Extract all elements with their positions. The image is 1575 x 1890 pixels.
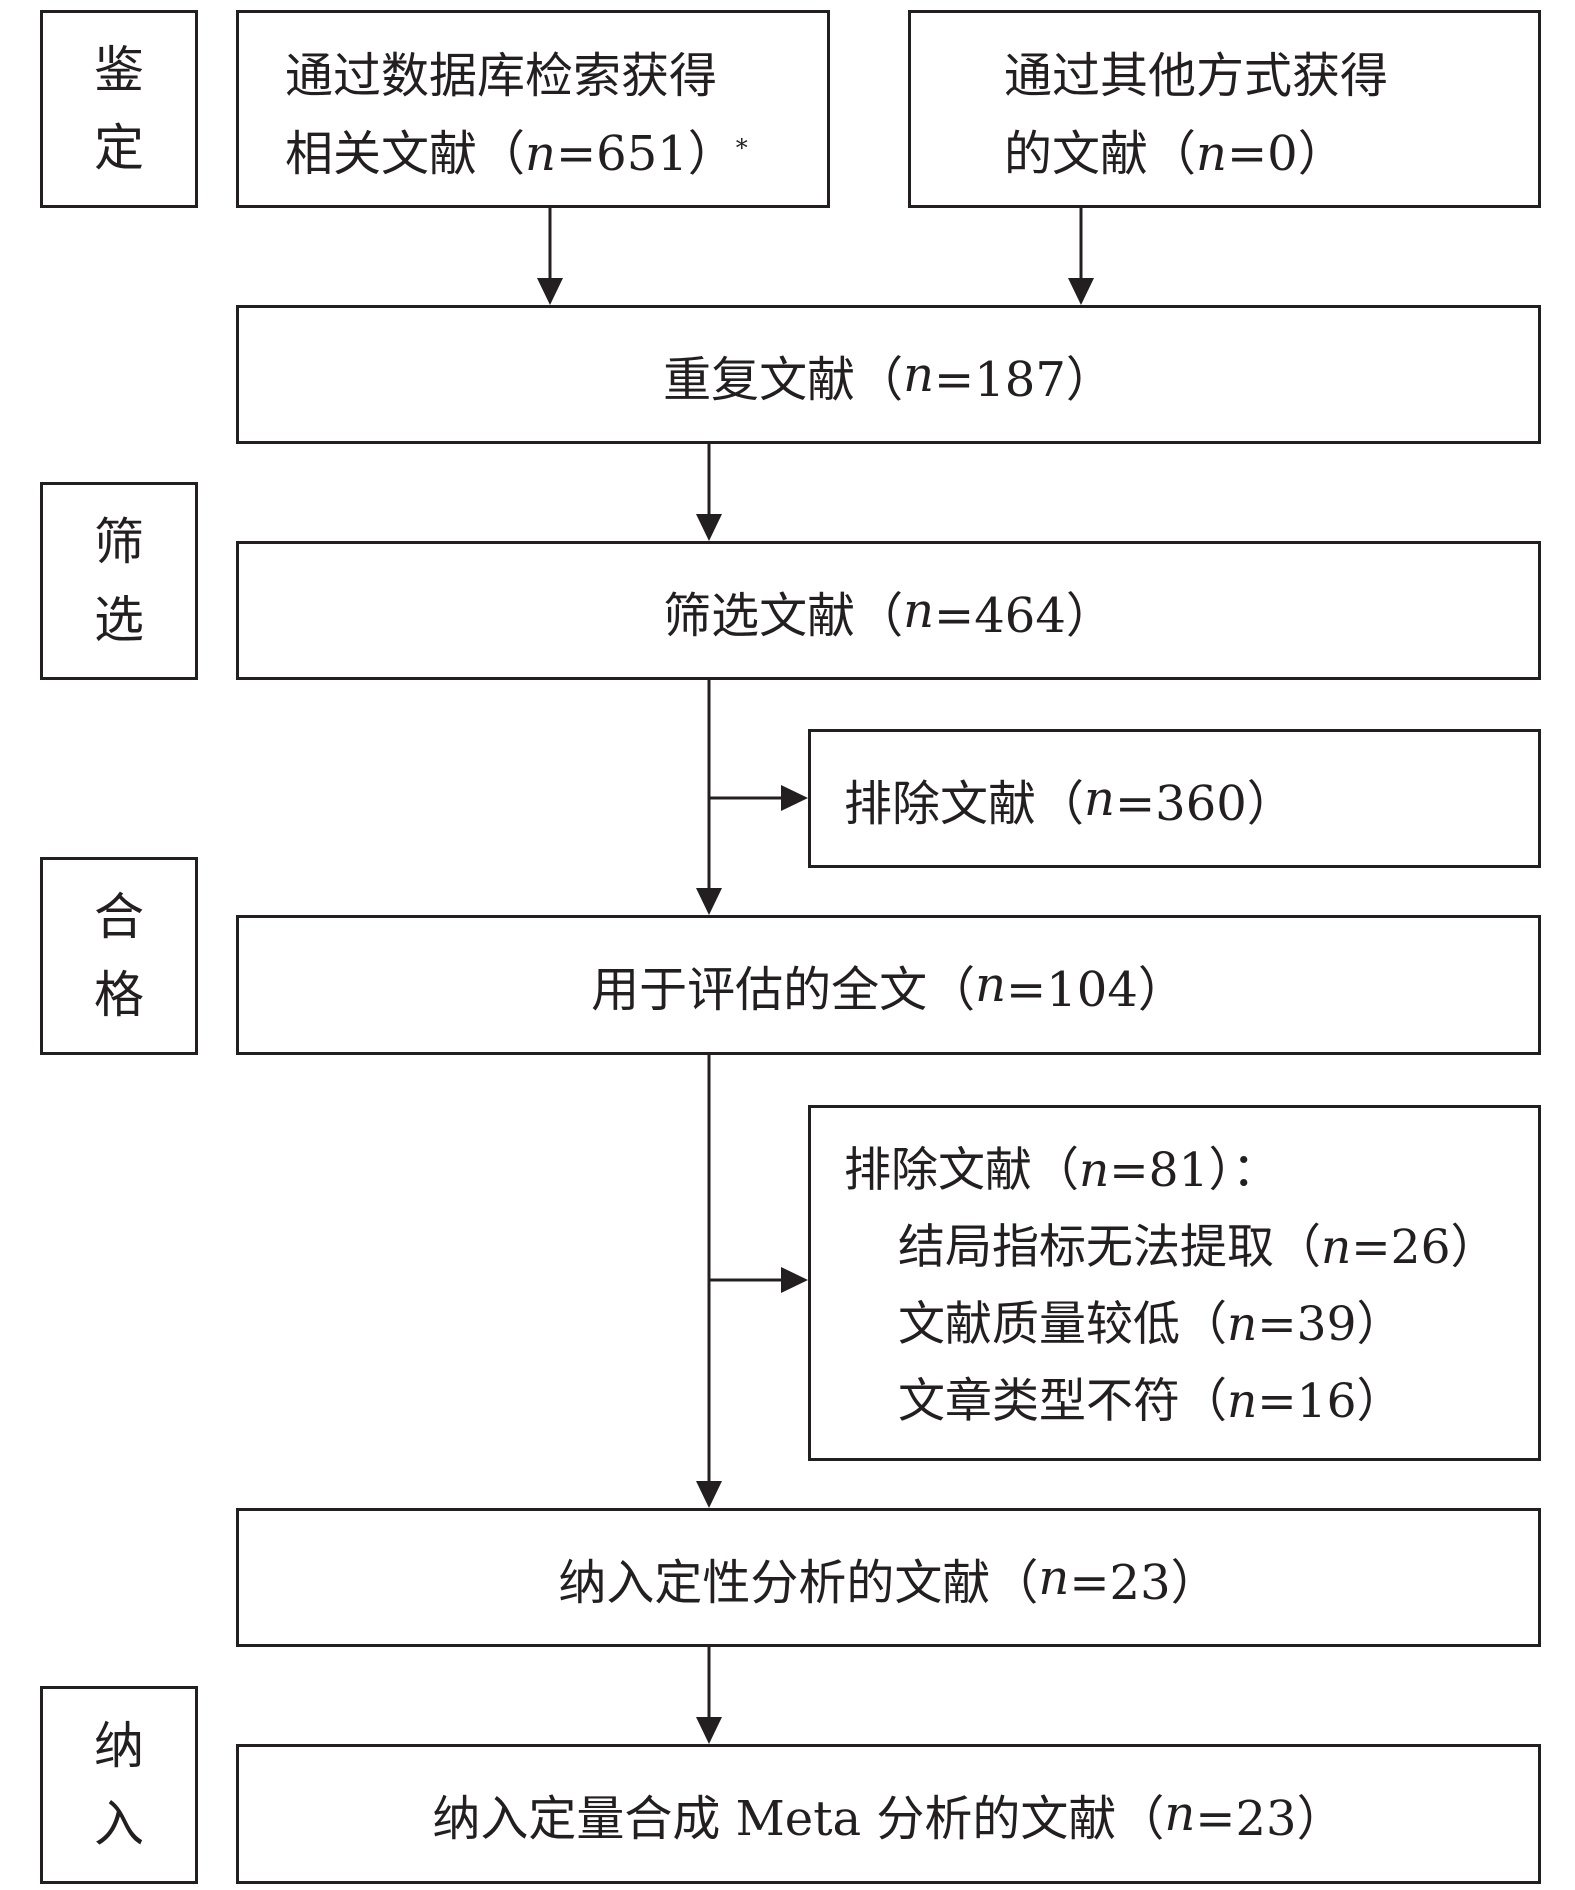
qualitative-n: n: [1038, 1549, 1070, 1606]
stage-identification: 鉴 定: [40, 10, 198, 208]
excluded-full-text-n: n: [1079, 1143, 1110, 1198]
box-screened: 筛选文献（n=464）: [236, 541, 1541, 680]
box-database-search: 通过数据库检索获得 相关文献（n=651）*: [236, 10, 830, 208]
meta-analysis-n: n: [1164, 1786, 1196, 1842]
arrowhead-icon: [696, 514, 722, 541]
screened-value: =464）: [934, 587, 1114, 644]
arrowhead-icon: [696, 1481, 722, 1508]
excluded-full-text-prefix: 排除文献（: [844, 1143, 1079, 1198]
box-meta-analysis: 纳入定量合成 Meta 分析的文献（n=23）: [236, 1744, 1541, 1884]
database-search-value: =651）: [555, 126, 736, 182]
stage-included: 纳 入: [40, 1686, 198, 1884]
reason-value: =16）: [1257, 1374, 1404, 1429]
box-excluded-full-text: 排除文献（n=81）： 结局指标无法提取（n=26） 文献质量较低（n=39） …: [808, 1105, 1541, 1461]
other-sources-n: n: [1196, 126, 1227, 182]
arrowhead-icon: [781, 785, 808, 811]
stage-screening: 筛 选: [40, 482, 198, 680]
duplicates-n: n: [903, 346, 935, 403]
arrowhead-icon: [696, 1717, 722, 1744]
qualitative-prefix: 纳入定性分析的文献（: [558, 1554, 1039, 1611]
reason-n: n: [1227, 1297, 1258, 1352]
excluded-screening-prefix: 排除文献（: [844, 775, 1085, 832]
database-search-n: n: [525, 126, 556, 182]
stage-screening-char-2: 选: [94, 591, 144, 649]
exclusion-reason-item: 文献质量较低（n=39）: [844, 1286, 1538, 1363]
full-text-value: =104）: [1006, 962, 1186, 1018]
arrowhead-icon: [537, 278, 563, 305]
exclusion-reason-item: 结局指标无法提取（n=26）: [844, 1209, 1538, 1286]
screened-n: n: [903, 582, 935, 639]
other-sources-line2: 的文献（n=0）: [1004, 115, 1538, 193]
other-sources-value: =0）: [1226, 126, 1346, 182]
box-qualitative: 纳入定性分析的文献（n=23）: [236, 1508, 1541, 1647]
reason-value: =39）: [1257, 1297, 1404, 1352]
database-search-line2: 相关文献（n=651）*: [285, 115, 827, 193]
box-duplicates: 重复文献（n=187）: [236, 305, 1541, 444]
excluded-full-text-value: =81）：: [1109, 1143, 1279, 1198]
stage-screening-char-1: 筛: [94, 513, 144, 571]
qualitative-value: =23）: [1069, 1554, 1219, 1611]
stage-identification-char-1: 鉴: [94, 41, 144, 99]
meta-analysis-value: =23）: [1195, 1791, 1345, 1847]
reason-n: n: [1321, 1220, 1352, 1275]
arrowhead-icon: [781, 1267, 808, 1293]
stage-included-char-1: 纳: [94, 1717, 144, 1775]
full-text-n: n: [975, 957, 1007, 1013]
arrowhead-icon: [696, 888, 722, 915]
reason-value: =26）: [1351, 1220, 1498, 1275]
excluded-screening-value: =360）: [1114, 775, 1295, 832]
box-full-text: 用于评估的全文（n=104）: [236, 915, 1541, 1055]
stage-identification-char-2: 定: [94, 119, 144, 177]
duplicates-value: =187）: [934, 351, 1114, 408]
reason-label: 文章类型不符（: [898, 1374, 1227, 1429]
excluded-full-text-header: 排除文献（n=81）：: [844, 1132, 1538, 1209]
stage-eligibility-char-1: 合: [94, 888, 144, 946]
full-text-prefix: 用于评估的全文（: [591, 962, 976, 1018]
arrowhead-icon: [1068, 278, 1094, 305]
reason-n: n: [1227, 1374, 1258, 1429]
database-search-line1: 通过数据库检索获得: [285, 48, 718, 104]
reason-label: 结局指标无法提取（: [898, 1220, 1321, 1275]
box-other-sources: 通过其他方式获得 的文献（n=0）: [908, 10, 1541, 208]
reason-label: 文献质量较低（: [898, 1297, 1227, 1352]
meta-analysis-prefix: 纳入定量合成 Meta 分析的文献（: [432, 1791, 1165, 1847]
screened-prefix: 筛选文献（: [663, 587, 904, 644]
footnote-mark: *: [735, 134, 748, 162]
stage-included-char-2: 入: [94, 1795, 144, 1853]
excluded-screening-n: n: [1084, 770, 1115, 827]
other-sources-line1: 通过其他方式获得: [1004, 48, 1389, 104]
database-search-prefix: 相关文献（: [285, 126, 526, 182]
exclusion-reason-item: 文章类型不符（n=16）: [844, 1363, 1538, 1440]
other-sources-prefix: 的文献（: [1004, 126, 1197, 182]
duplicates-prefix: 重复文献（: [663, 351, 904, 408]
box-excluded-screening: 排除文献（n=360）: [808, 729, 1541, 868]
stage-eligibility: 合 格: [40, 857, 198, 1055]
stage-eligibility-char-2: 格: [94, 966, 144, 1024]
arrowheads: [537, 278, 1094, 1744]
